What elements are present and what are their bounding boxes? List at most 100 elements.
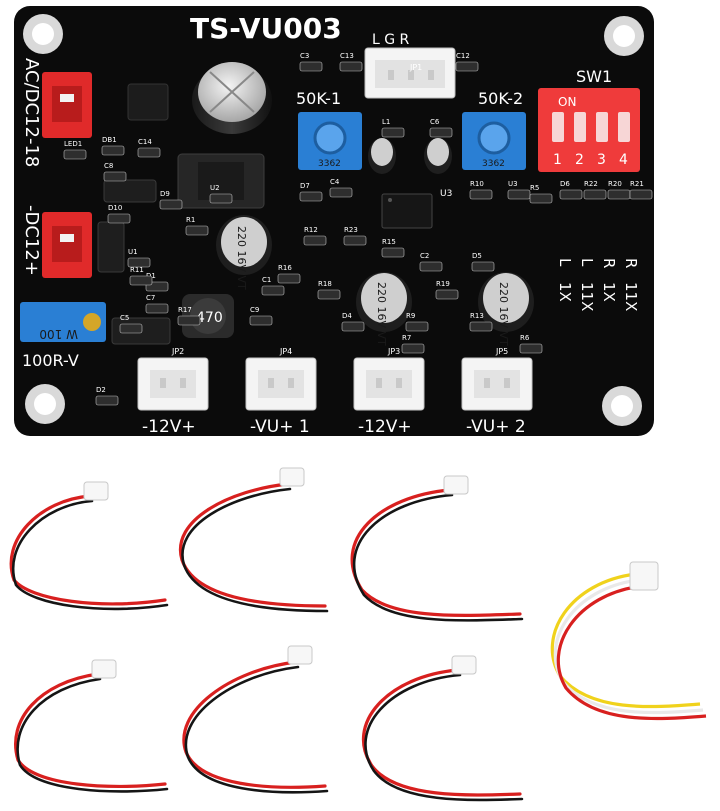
- u3-label: U3: [440, 189, 452, 199]
- designator-label: R1: [186, 216, 195, 224]
- smd-part: C6: [429, 118, 453, 138]
- three-wire-cable: [550, 561, 707, 721]
- switch-slot[interactable]: [596, 112, 608, 142]
- two-wire-cable: [350, 475, 524, 622]
- board-title: TS-VU003: [190, 12, 342, 45]
- jst-plug: [443, 475, 469, 495]
- smd-part: R11: [129, 266, 153, 286]
- smd-part: C2: [419, 252, 443, 272]
- smd-part: R13: [469, 312, 493, 332]
- capacitor-c6: [368, 138, 396, 174]
- smd-part: R18: [317, 280, 341, 300]
- smd-part: C1: [261, 276, 285, 296]
- input-voltage-label: AC/DC12-18: [21, 58, 42, 167]
- gain-value: 11X: [578, 282, 596, 311]
- designator-label: LED1: [64, 140, 82, 148]
- designator-label: C12: [456, 52, 470, 60]
- designator-label: D9: [160, 190, 170, 198]
- mounting-hole-icon: [25, 384, 65, 424]
- connector-jp3: JP3 -12V+: [353, 347, 425, 437]
- switch-number: 3: [597, 152, 606, 168]
- designator-label: R18: [318, 280, 332, 288]
- pot-left-code: 3362: [318, 159, 341, 169]
- diode-d9: [97, 221, 125, 273]
- switch-slot[interactable]: [574, 112, 586, 142]
- smd-part: R16: [277, 264, 301, 284]
- smd-part: C8: [103, 162, 127, 182]
- smd-part: R17: [177, 306, 201, 326]
- designator-label: R5: [530, 184, 539, 192]
- designator-label: C14: [138, 138, 152, 146]
- trimmer-100r: W 100: [20, 302, 106, 342]
- designator-label: L1: [382, 118, 390, 126]
- capacitor-c4: [424, 138, 452, 174]
- gain-channel: L: [556, 258, 574, 267]
- lgr-label: L G R: [372, 32, 410, 48]
- voltage-regulator: [177, 153, 265, 209]
- smd-part: U1: [127, 248, 151, 268]
- diode-d10: [103, 179, 157, 203]
- smd-part: C14: [137, 138, 161, 158]
- smd-part: R22: [583, 180, 607, 200]
- gain-channel: L: [578, 258, 596, 267]
- jst-plug: [83, 481, 109, 501]
- switch-slot[interactable]: [618, 112, 630, 142]
- pot-50k-2: 3362: [462, 112, 526, 170]
- smd-part: R10: [469, 180, 493, 200]
- designator-label: R22: [584, 180, 598, 188]
- trimmer-marking: W 100: [39, 327, 78, 341]
- smd-part: R12: [303, 226, 327, 246]
- pot-right-code: 3362: [482, 159, 505, 169]
- mounting-hole-icon: [604, 16, 644, 56]
- smd-part: D9: [159, 190, 183, 210]
- designator-label: R6: [520, 334, 530, 342]
- designator-label: D4: [342, 312, 352, 320]
- smd-part: D6: [559, 180, 583, 200]
- c5-marking: 220 16V VT: [497, 282, 510, 346]
- smd-part: D5: [471, 252, 495, 272]
- switch-slot[interactable]: [552, 112, 564, 142]
- designator-label: R23: [344, 226, 358, 234]
- jst-plug: [91, 659, 117, 679]
- designator-label: R19: [436, 280, 450, 288]
- designator-label: R17: [178, 306, 192, 314]
- smd-part: R19: [435, 280, 459, 300]
- c7-marking: 220 16V VT: [375, 282, 388, 346]
- connector-id: JP3: [387, 347, 400, 356]
- gain-column: L 11X: [578, 258, 596, 311]
- pot-left-label: 50K-1: [296, 89, 341, 108]
- connector-jp5: JP5 -VU+ 2: [461, 347, 533, 437]
- smd-part: R6: [519, 334, 543, 354]
- designator-label: R11: [130, 266, 144, 274]
- inductor-marking: 470: [196, 310, 223, 326]
- gain-channel: R: [622, 258, 640, 268]
- smd-part: U3: [507, 180, 531, 200]
- switch-label: SW1: [576, 67, 612, 86]
- designator-label: C8: [104, 162, 113, 170]
- two-wire-cable: [14, 659, 169, 793]
- smd-part: C12: [455, 52, 479, 72]
- connector-label: -VU+ 2: [466, 417, 526, 437]
- switch-number: 4: [619, 152, 628, 168]
- designator-label: C13: [340, 52, 354, 60]
- designator-label: R9: [406, 312, 415, 320]
- ac-input-terminal: [42, 72, 92, 138]
- connector-jp4: JP4-VU+ 1: [245, 347, 317, 437]
- connector-label: -12V+: [358, 417, 412, 437]
- gain-column: R1X: [600, 258, 618, 302]
- smd-part: C3: [299, 52, 323, 72]
- smd-part: LED1: [63, 140, 87, 160]
- connector-id: JP5: [495, 347, 508, 356]
- smd-part: R9: [405, 312, 429, 332]
- smd-part: R1: [185, 216, 209, 236]
- designator-label: C7: [146, 294, 155, 302]
- dc-input-label: -DC12+: [21, 205, 42, 276]
- connector-label: -VU+ 1: [250, 417, 310, 437]
- smd-part: C5: [119, 314, 143, 334]
- two-wire-cable: [178, 467, 329, 613]
